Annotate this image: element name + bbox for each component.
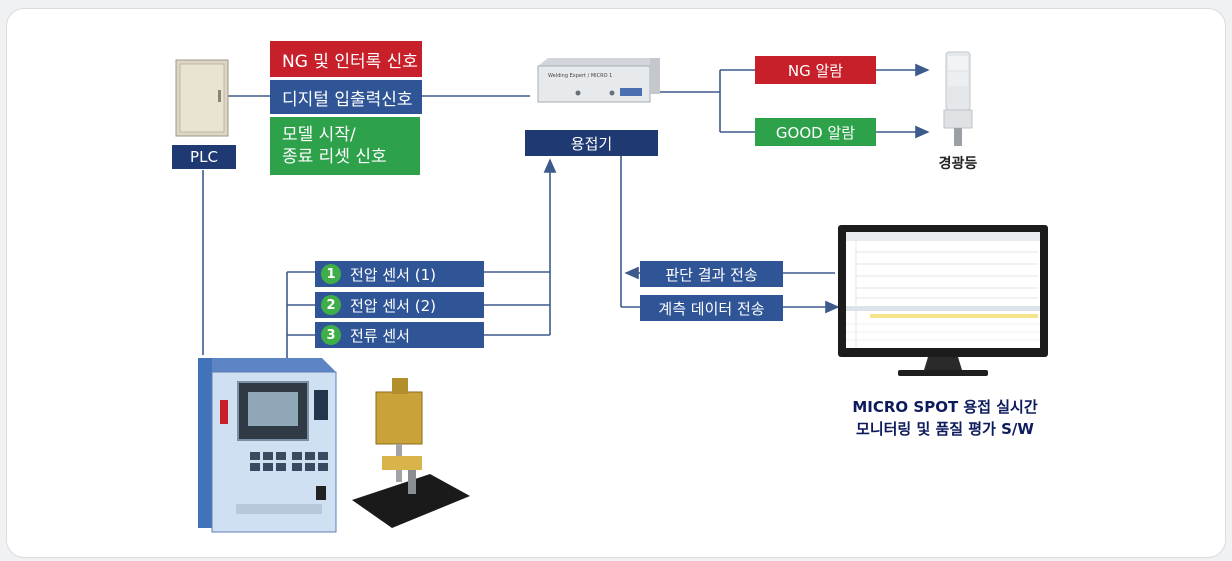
digital-io-signal-label: 디지털 입출력신호 <box>270 80 422 114</box>
plc-cabinet <box>175 59 229 137</box>
monitor <box>838 225 1048 376</box>
weld-head <box>352 378 470 528</box>
data-transfer-label: 계측 데이터 전송 <box>640 295 783 321</box>
weld-controller <box>198 358 337 533</box>
welder-label: 용접기 <box>525 130 658 156</box>
sensor-number-badge: 2 <box>321 295 341 315</box>
voltage-sensor-2: 2 전압 센서 (2) <box>315 292 484 318</box>
sensor-number-badge: 3 <box>321 325 341 345</box>
software-caption: MICRO SPOT 용접 실시간 모니터링 및 품질 평가 S/W <box>820 396 1070 440</box>
welder-unit <box>537 58 660 103</box>
software-caption-line2: 모니터링 및 품질 평가 S/W <box>856 420 1034 438</box>
voltage-sensor-2-label: 전압 센서 (2) <box>350 296 436 315</box>
tower-lamp <box>943 51 973 146</box>
good-alarm-label: GOOD 알람 <box>755 118 876 146</box>
model-start-line2: 종료 리셋 신호 <box>282 147 387 167</box>
ng-interlock-signal-label: NG 및 인터록 신호 <box>270 41 422 77</box>
plc-label: PLC <box>172 145 236 169</box>
software-caption-line1: MICRO SPOT 용접 실시간 <box>852 398 1038 416</box>
current-sensor-label: 전류 센서 <box>350 326 410 345</box>
tower-lamp-label: 경광등 <box>938 156 978 172</box>
voltage-sensor-1: 1 전압 센서 (1) <box>315 261 484 287</box>
result-transfer-label: 판단 결과 전송 <box>640 261 783 287</box>
model-start-line1: 모델 시작/ <box>282 125 356 145</box>
ng-alarm-label: NG 알람 <box>755 56 876 84</box>
model-start-reset-signal-label: 모델 시작/ 종료 리셋 신호 <box>270 117 420 175</box>
device-brand-text: Welding Expert / MICRO 1 <box>548 73 612 79</box>
sensor-number-badge: 1 <box>321 264 341 284</box>
current-sensor: 3 전류 센서 <box>315 322 484 348</box>
voltage-sensor-1-label: 전압 센서 (1) <box>350 265 436 284</box>
